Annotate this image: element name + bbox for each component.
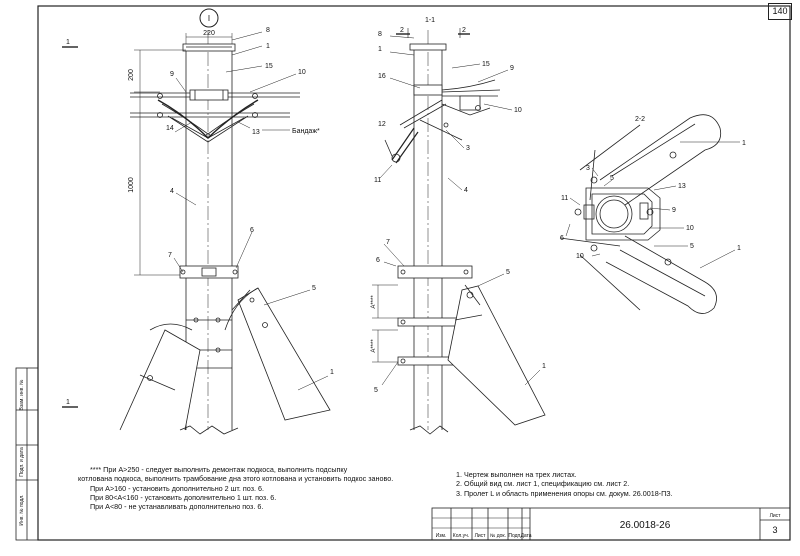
svg-text:1: 1 xyxy=(266,43,270,50)
view-1-marker xyxy=(199,8,219,28)
title-block-cols: Изм. Кол.уч. Лист № док. Подп. Дата xyxy=(436,533,532,539)
note-left-1: **** При А>250 - следует выполнить демон… xyxy=(90,465,348,474)
svg-text:6: 6 xyxy=(376,257,380,264)
svg-text:10: 10 xyxy=(576,253,584,260)
svg-text:13: 13 xyxy=(678,183,686,190)
svg-text:1: 1 xyxy=(378,46,382,53)
svg-text:5: 5 xyxy=(312,285,316,292)
svg-text:15: 15 xyxy=(482,61,490,68)
note-right-2: 2. Общий вид см. лист 1, спецификацию см… xyxy=(456,479,630,489)
svg-text:9: 9 xyxy=(510,65,514,72)
note-left-5: При А<80 - не устанавливать дополнительн… xyxy=(90,502,264,512)
stamp-signature-date: Подп. и дата xyxy=(19,447,25,477)
cut-mark-2-right: 2 xyxy=(462,27,466,34)
cut-mark-2-left: 2 xyxy=(400,27,404,34)
svg-text:9: 9 xyxy=(672,207,676,214)
svg-text:Дата: Дата xyxy=(520,533,531,539)
section-2-2-title: 2-2 xyxy=(635,116,645,123)
tie-label: Бандаж* xyxy=(292,128,320,135)
dim-a-upper: A**** xyxy=(371,295,377,309)
notes-right: 1. Чертеж выполнен на трех листах. 2. Об… xyxy=(456,470,673,498)
svg-text:13: 13 xyxy=(252,129,260,136)
svg-text:8: 8 xyxy=(266,27,270,34)
side-stamp xyxy=(15,367,39,541)
sheet-number: 140 xyxy=(768,3,792,20)
title-block xyxy=(431,507,791,541)
dim-upper-height: 200 xyxy=(128,69,135,81)
cut-mark-bottom: 1 xyxy=(66,399,70,406)
svg-text:4: 4 xyxy=(170,188,174,195)
section-2-2-labels: 2-2 1 3 5 13 9 11 6 10 10 5 1 xyxy=(560,116,746,260)
svg-text:1: 1 xyxy=(330,369,334,376)
svg-text:10: 10 xyxy=(298,69,306,76)
view-1 xyxy=(62,30,331,435)
section-1-1 xyxy=(372,28,546,435)
svg-text:6: 6 xyxy=(250,227,254,234)
dim-top-width: 220 xyxy=(203,30,215,37)
svg-text:1: 1 xyxy=(542,363,546,370)
svg-text:Кол.уч.: Кол.уч. xyxy=(453,533,469,539)
view-1-labels: I 220 200 1000 1 1 8 1 15 10 9 14 13 Бан… xyxy=(66,8,334,406)
note-left-4: При 80<А<160 - установить дополнительно … xyxy=(90,492,277,502)
svg-text:9: 9 xyxy=(170,71,174,78)
stamp-replace-inv: Взам. инв. № xyxy=(19,380,25,411)
stamp-inv-original: Инв. № подл. xyxy=(19,494,25,525)
section-2-2 xyxy=(559,114,740,314)
sheet-value: 3 xyxy=(772,525,777,535)
cut-mark-top: 1 xyxy=(66,39,70,46)
svg-text:12: 12 xyxy=(378,121,386,128)
svg-text:8: 8 xyxy=(378,31,382,38)
svg-text:15: 15 xyxy=(265,63,273,70)
svg-text:16: 16 xyxy=(378,73,386,80)
sheet-label: Лист xyxy=(770,513,782,519)
note-right-1: 1. Чертеж выполнен на трех листах. xyxy=(456,470,577,479)
svg-text:Подп.: Подп. xyxy=(508,533,521,539)
section-1-1-title: 1-1 xyxy=(425,17,435,24)
note-right-3: 3. Пролет L и область применения опоры с… xyxy=(456,488,673,498)
svg-text:1: 1 xyxy=(742,140,746,147)
dim-a-lower: A**** xyxy=(371,339,377,353)
svg-text:5: 5 xyxy=(610,175,614,182)
svg-text:11: 11 xyxy=(374,177,381,184)
dim-lower-height: 1000 xyxy=(128,177,135,193)
svg-text:5: 5 xyxy=(690,243,694,250)
note-left-2: котлована подкоса, выполнить трамбование… xyxy=(78,474,394,484)
drawing-frame xyxy=(37,5,791,541)
view-1-title: I xyxy=(208,14,210,23)
section-1-1-labels: 1-1 2 2 8 1 15 9 16 10 12 3 11 4 7 6 5 A… xyxy=(371,17,546,394)
svg-text:1: 1 xyxy=(737,245,741,252)
svg-text:3: 3 xyxy=(586,165,590,172)
svg-text:Изм.: Изм. xyxy=(436,533,447,539)
svg-text:3: 3 xyxy=(466,145,470,152)
notes-left: **** При А>250 - следует выполнить демон… xyxy=(78,465,393,511)
svg-text:5: 5 xyxy=(506,269,510,276)
svg-text:7: 7 xyxy=(386,239,390,246)
svg-text:14: 14 xyxy=(166,125,174,132)
svg-text:7: 7 xyxy=(168,252,172,259)
svg-text:№ док.: № док. xyxy=(490,533,506,539)
svg-text:Лист: Лист xyxy=(475,533,487,539)
svg-text:5: 5 xyxy=(374,387,378,394)
note-left-3: При А>160 - установить дополнительно 2 ш… xyxy=(90,483,265,493)
svg-text:6: 6 xyxy=(560,235,564,242)
svg-text:10: 10 xyxy=(686,225,694,232)
svg-text:11: 11 xyxy=(561,195,568,202)
svg-text:4: 4 xyxy=(464,187,468,194)
document-designation: 26.0018-26 xyxy=(620,520,671,531)
svg-text:10: 10 xyxy=(514,107,522,114)
